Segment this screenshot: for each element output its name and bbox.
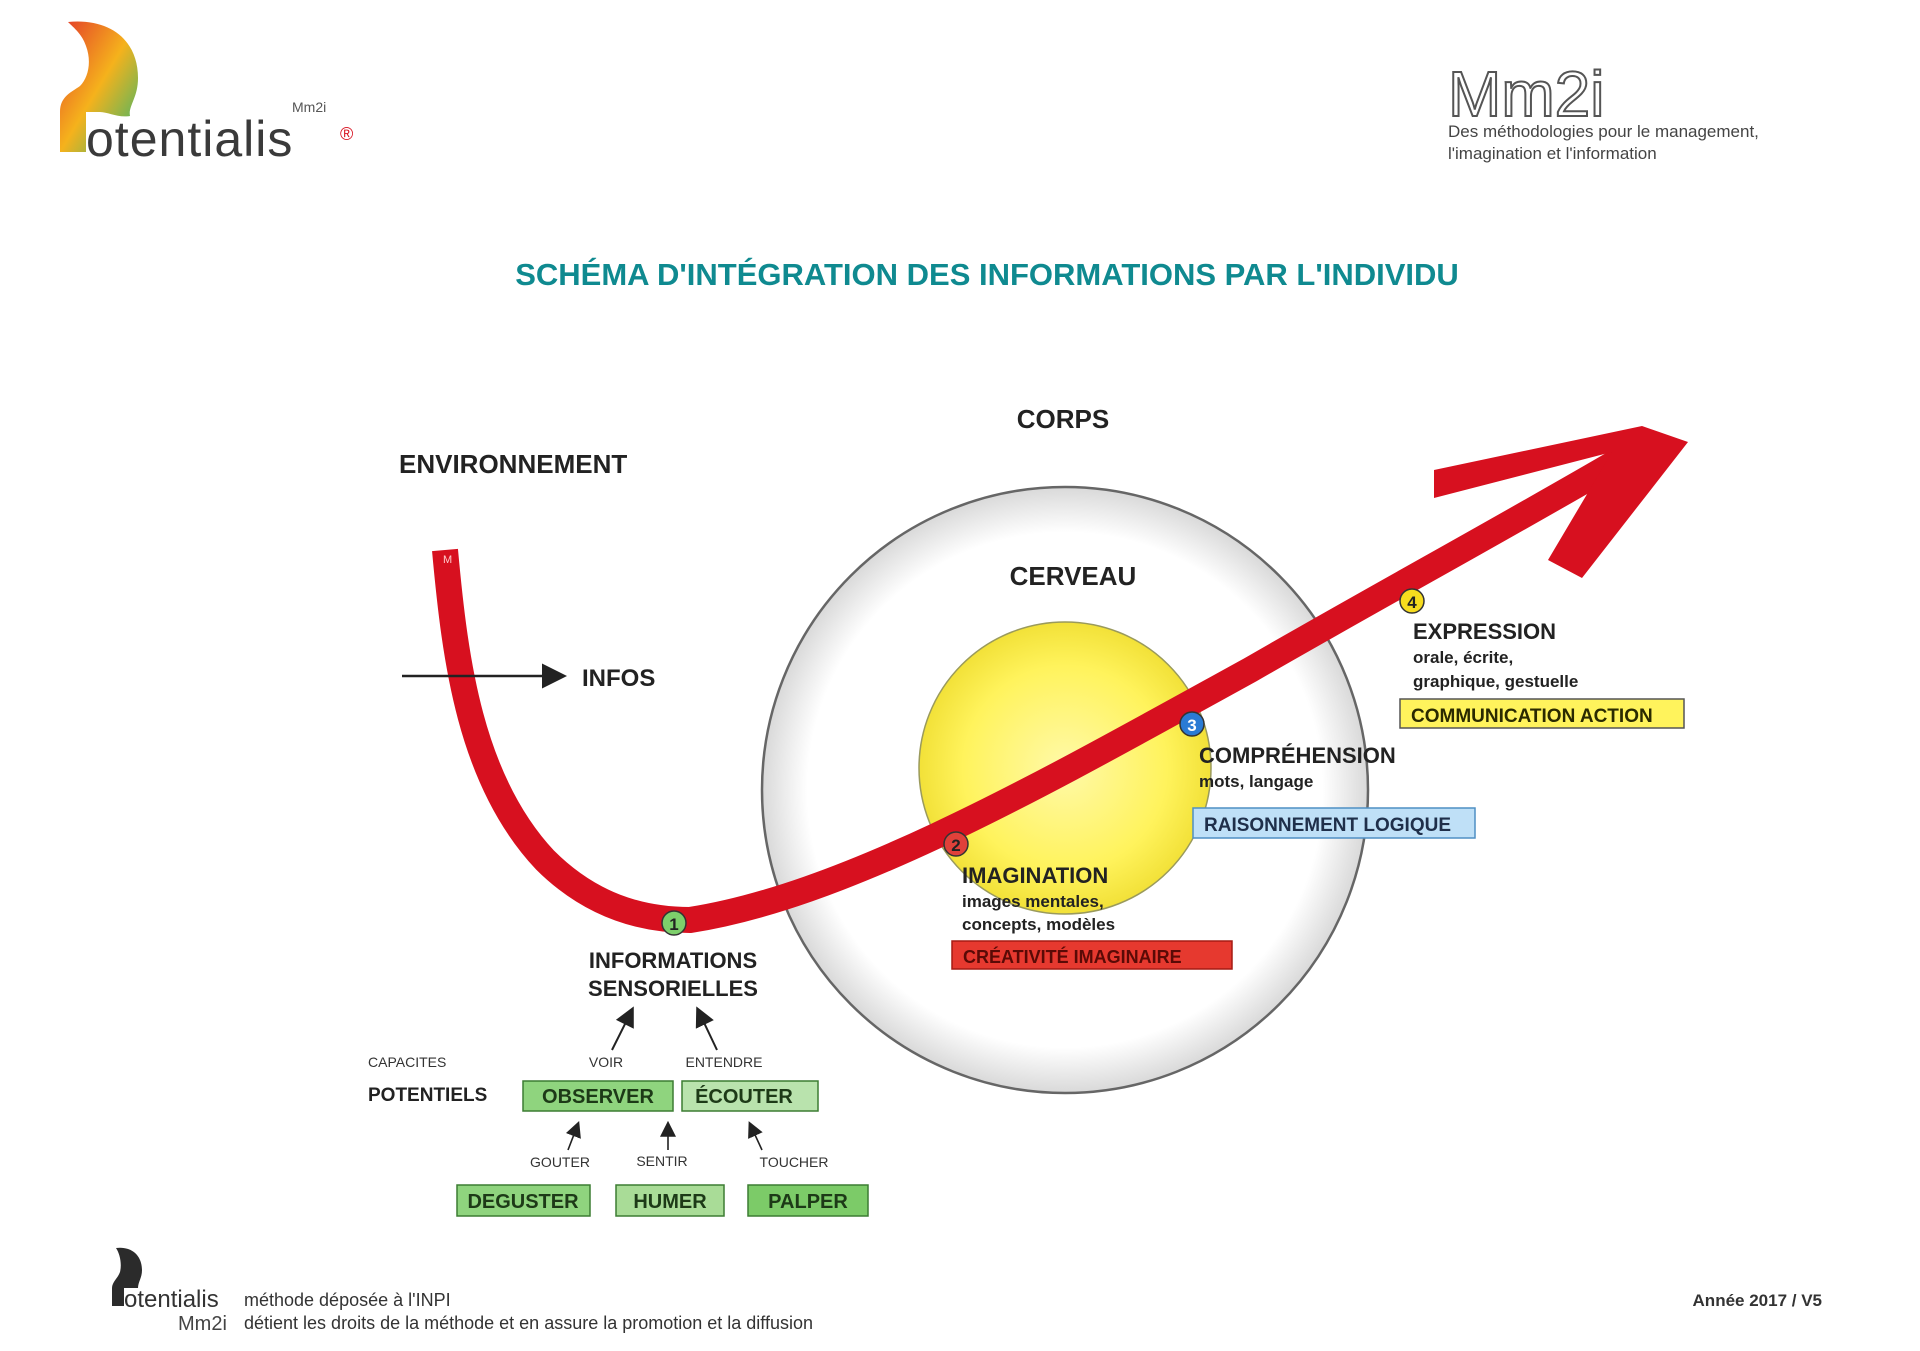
arrow-head-icon (1434, 426, 1688, 578)
svg-text:1: 1 (669, 915, 678, 934)
step-2-sub-2: concepts, modèles (962, 915, 1115, 934)
humer-box-label: HUMER (633, 1191, 707, 1213)
gouter-label: GOUTER (530, 1154, 590, 1170)
creativite-box-label: CRÉATIVITÉ IMAGINAIRE (963, 946, 1182, 967)
step-3-marker: 3 (1179, 711, 1205, 737)
entendre-arrow-icon (695, 1006, 718, 1051)
communication-box (1399, 698, 1685, 729)
creativite-box (951, 940, 1233, 970)
observer-box (522, 1080, 674, 1112)
capacites-label: CAPACITES (368, 1054, 446, 1070)
step-1-marker: 1 (661, 910, 687, 936)
raisonnement-box-label: RAISONNEMENT LOGIQUE (1204, 815, 1451, 836)
step-1-title-line1: INFORMATIONS (589, 948, 757, 973)
step-2-marker: 2 (943, 831, 969, 857)
voir-label: VOIR (589, 1054, 623, 1070)
footer-logo-wordmark: otentialis (124, 1286, 219, 1313)
sentir-label: SENTIR (636, 1153, 687, 1169)
footer-brand2: Mm2i (178, 1313, 227, 1335)
footer-line-2: détient les droits de la méthode et en a… (244, 1313, 813, 1333)
step-4-title: EXPRESSION (1413, 619, 1556, 644)
communication-box-label: COMMUNICATION ACTION (1411, 706, 1653, 727)
logo-superscript: Mm2i (292, 99, 326, 115)
footer-head-icon (112, 1247, 142, 1306)
svg-text:3: 3 (1187, 716, 1196, 735)
path-start-mark: M (443, 554, 452, 566)
step-2-title: IMAGINATION (962, 863, 1108, 888)
svg-text:4: 4 (1407, 593, 1417, 612)
environnement-label: ENVIRONNEMENT (399, 449, 627, 479)
ecouter-box-label: ÉCOUTER (695, 1085, 793, 1108)
observer-box-label: OBSERVER (542, 1086, 654, 1108)
raisonnement-box (1192, 807, 1476, 839)
step-3-title: COMPRÉHENSION (1199, 743, 1396, 768)
footer-line-1: méthode déposée à l'INPI (244, 1290, 451, 1310)
humer-box (615, 1184, 725, 1217)
step-4-marker: 4 (1399, 588, 1425, 614)
logo-registered-mark: ® (340, 124, 353, 144)
deguster-box-label: DEGUSTER (467, 1191, 579, 1213)
cerveau-label: CERVEAU (1010, 561, 1137, 591)
logo-wordmark: otentialis (86, 111, 293, 167)
palper-box (747, 1184, 869, 1217)
step-1-title-line2: SENSORIELLES (588, 976, 758, 1001)
entendre-label: ENTENDRE (685, 1054, 762, 1070)
potentialis-logo: otentialis Mm2i ® (60, 21, 353, 167)
footer-version: Année 2017 / V5 (1693, 1291, 1822, 1310)
voir-arrow-icon (611, 1006, 634, 1051)
mm2i-tagline-1: Des méthodologies pour le management, (1448, 122, 1759, 141)
svg-text:2: 2 (951, 836, 960, 855)
gouter-arrow-icon (565, 1121, 581, 1151)
mm2i-wordmark: Mm2i (1448, 58, 1604, 130)
mm2i-logo: Mm2i Des méthodologies pour le managemen… (1447, 57, 1759, 163)
infos-label: INFOS (582, 665, 655, 692)
integration-path-arrow (432, 448, 1627, 934)
footer-logo: otentialis Mm2i (112, 1247, 227, 1335)
toucher-label: TOUCHER (760, 1154, 829, 1170)
step-2-sub-1: images mentales, (962, 892, 1104, 911)
corps-label: CORPS (1017, 404, 1109, 434)
page-title: SCHÉMA D'INTÉGRATION DES INFORMATIONS PA… (515, 257, 1459, 292)
step-4-sub-1: orale, écrite, (1413, 648, 1513, 667)
step-4-sub-2: graphique, gestuelle (1413, 672, 1578, 691)
head-profile-icon (60, 21, 138, 152)
palper-box-label: PALPER (768, 1191, 848, 1213)
deguster-box (456, 1184, 591, 1217)
mm2i-tagline-2: l'imagination et l'information (1448, 144, 1657, 163)
toucher-arrow-icon (748, 1121, 763, 1151)
step-3-sub-1: mots, langage (1199, 772, 1313, 791)
ecouter-box (681, 1080, 819, 1112)
potentiels-label: POTENTIELS (368, 1085, 487, 1106)
